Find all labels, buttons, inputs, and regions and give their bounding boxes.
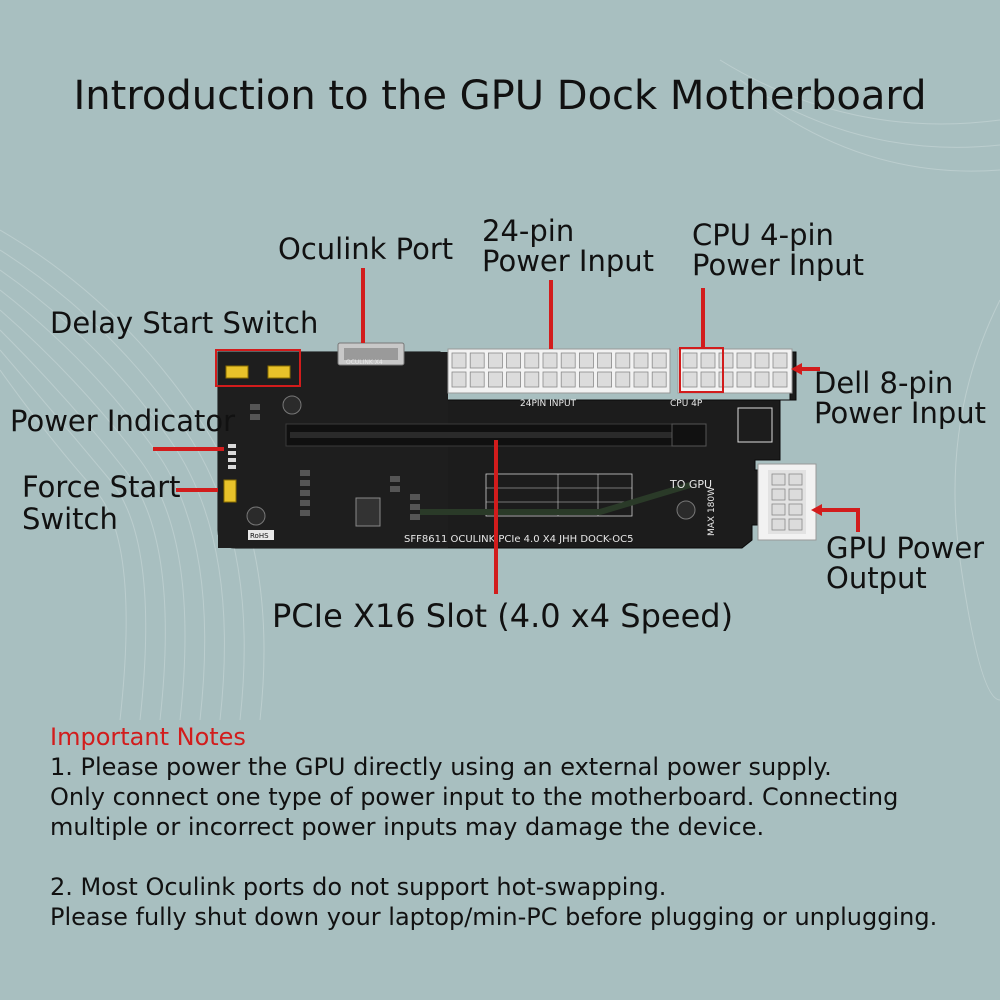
pin-8pin bbox=[754, 371, 770, 388]
label-force-start-line2: Switch bbox=[22, 502, 118, 536]
pin-24pin bbox=[487, 352, 503, 369]
note-2-line-2: Please fully shut down your laptop/min-P… bbox=[50, 903, 938, 931]
pin-24pin bbox=[651, 352, 667, 369]
pin-24pin bbox=[506, 371, 522, 388]
label-power-indicator: Power Indicator bbox=[10, 404, 236, 438]
pin-8pin bbox=[772, 371, 788, 388]
label-cpu4pin-line2: Power Input bbox=[692, 248, 864, 282]
label-24pin-line1: 24-pin bbox=[482, 214, 575, 248]
label-pcie-slot: PCIe X16 Slot (4.0 x4 Speed) bbox=[272, 597, 734, 635]
pin-8pin bbox=[736, 352, 752, 369]
pin-24pin bbox=[542, 352, 558, 369]
rohs-mark: RoHS bbox=[250, 532, 269, 540]
pin-gpu-output bbox=[771, 503, 786, 516]
delay-switch-1 bbox=[225, 365, 249, 379]
pin-24pin bbox=[451, 371, 467, 388]
pin-gpu-output bbox=[771, 488, 786, 501]
pin-24pin bbox=[597, 371, 612, 388]
pin-gpu-output bbox=[771, 518, 786, 531]
note-2-line-1: 2. Most Oculink ports do not support hot… bbox=[50, 873, 667, 901]
screw-bottom bbox=[246, 506, 266, 526]
label-gpu-power-line1: GPU Power bbox=[826, 531, 985, 565]
power-indicator-leds bbox=[228, 444, 236, 469]
callout-arrowheads bbox=[791, 363, 822, 516]
notes-heading: Important Notes bbox=[50, 723, 246, 751]
pin-24pin bbox=[451, 352, 467, 369]
pin-8pin bbox=[700, 371, 716, 388]
pin-8pin bbox=[754, 352, 770, 369]
pin-24pin bbox=[579, 371, 594, 388]
pin-8pin bbox=[736, 371, 752, 388]
pin-gpu-output bbox=[771, 473, 786, 486]
callout-lines bbox=[153, 268, 860, 594]
pin-8pin bbox=[718, 371, 734, 388]
pin-24pin bbox=[560, 371, 576, 388]
label-dell8pin-line2: Power Input bbox=[814, 396, 986, 430]
note-1-line-2: Only connect one type of power input to … bbox=[50, 783, 899, 811]
config-table bbox=[485, 473, 633, 517]
label-dell8pin-line1: Dell 8-pin bbox=[814, 366, 954, 400]
connector-8pin bbox=[677, 348, 793, 394]
label-force-start-line1: Force Start bbox=[22, 470, 181, 504]
board-diagram: OCULINK X4 24PIN INPUT CPU 4P TO GPU MAX… bbox=[153, 268, 860, 594]
pin-8pin bbox=[718, 352, 734, 369]
screw-right bbox=[676, 500, 696, 520]
pin-24pin bbox=[633, 371, 649, 388]
label-delay-start: Delay Start Switch bbox=[50, 306, 319, 340]
oculink-silk: OCULINK X4 bbox=[346, 359, 383, 366]
to-gpu-silk: TO GPU bbox=[669, 478, 712, 491]
label-24pin-line2: Power Input bbox=[482, 244, 654, 278]
max180w-silk: MAX 180W bbox=[707, 487, 717, 536]
pin-24pin bbox=[506, 352, 522, 369]
connector-24pin bbox=[447, 348, 671, 394]
pin-24pin bbox=[597, 352, 612, 369]
pin-gpu-output bbox=[788, 473, 803, 486]
label-gpu-power-line2: Output bbox=[826, 561, 927, 595]
screw-top bbox=[282, 395, 302, 415]
pin-gpu-output bbox=[788, 518, 803, 531]
pin-24pin bbox=[651, 371, 667, 388]
pin-24pin bbox=[524, 371, 540, 388]
note-1-line-3: multiple or incorrect power inputs may d… bbox=[50, 813, 765, 841]
pin-8pin bbox=[682, 371, 698, 388]
important-notes: Important Notes 1. Please power the GPU … bbox=[50, 722, 990, 932]
delay-switch-2 bbox=[267, 365, 291, 379]
model-silk: SFF8611 OCULINK PCIe 4.0 X4 JHH DOCK-OC5 bbox=[404, 534, 634, 545]
pin-24pin bbox=[469, 352, 485, 369]
pin-24pin bbox=[524, 352, 540, 369]
pin-24pin bbox=[469, 371, 485, 388]
pin24-silk: 24PIN INPUT bbox=[520, 399, 577, 409]
pin-24pin bbox=[633, 352, 649, 369]
label-cpu4pin-line1: CPU 4-pin bbox=[692, 218, 834, 252]
pin-24pin bbox=[579, 352, 594, 369]
pin-8pin bbox=[682, 352, 698, 369]
note-1-line-1: 1. Please power the GPU directly using a… bbox=[50, 753, 832, 781]
connector-gpu-output bbox=[757, 463, 817, 541]
pin-24pin bbox=[615, 352, 631, 369]
inductor bbox=[355, 497, 381, 527]
background-curves bbox=[0, 59, 1000, 720]
pin-8pin bbox=[772, 352, 788, 369]
pin-24pin bbox=[487, 371, 503, 388]
delay-switch-highlight bbox=[215, 349, 301, 387]
pin-gpu-output bbox=[788, 503, 803, 516]
pin-24pin bbox=[542, 371, 558, 388]
label-oculink-port: Oculink Port bbox=[278, 232, 454, 266]
cpu4p-silk: CPU 4P bbox=[670, 399, 703, 409]
pin-8pin bbox=[700, 352, 716, 369]
pin-24pin bbox=[560, 352, 576, 369]
pin-gpu-output bbox=[788, 488, 803, 501]
pin-24pin bbox=[615, 371, 631, 388]
force-start-switch bbox=[223, 479, 237, 503]
page-title: Introduction to the GPU Dock Motherboard bbox=[73, 73, 927, 119]
